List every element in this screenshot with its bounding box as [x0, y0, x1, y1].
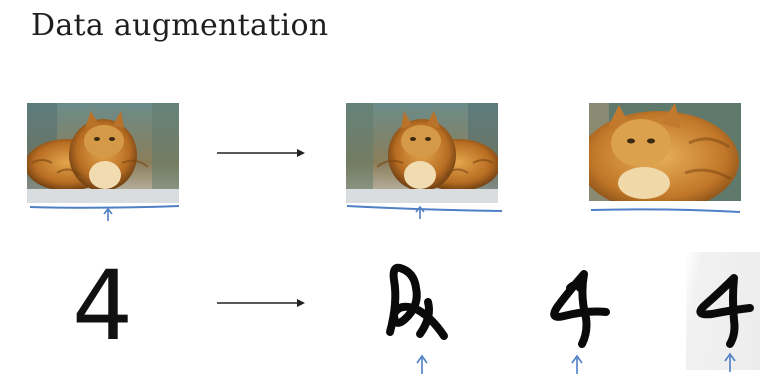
printed-digit: 4	[72, 250, 134, 362]
up-arrow-annotation	[571, 354, 583, 374]
slide-title: Data augmentation	[31, 8, 329, 43]
handwritten-four-distorted-2	[550, 270, 610, 348]
cat-photo-cropped	[589, 103, 741, 201]
arrow-right-icon	[217, 299, 305, 307]
cat-photo-original	[27, 103, 179, 203]
mirrored-annotation	[346, 205, 503, 219]
cropped-annotation	[590, 208, 741, 213]
arrow-right-icon	[217, 149, 305, 157]
up-arrow-annotation	[724, 352, 736, 372]
up-arrow-annotation	[416, 354, 428, 374]
handwritten-four-distorted-1	[386, 263, 448, 340]
cat-photo-mirrored	[346, 103, 498, 203]
original-annotation	[29, 205, 180, 221]
handwritten-four-rotated	[696, 274, 754, 348]
